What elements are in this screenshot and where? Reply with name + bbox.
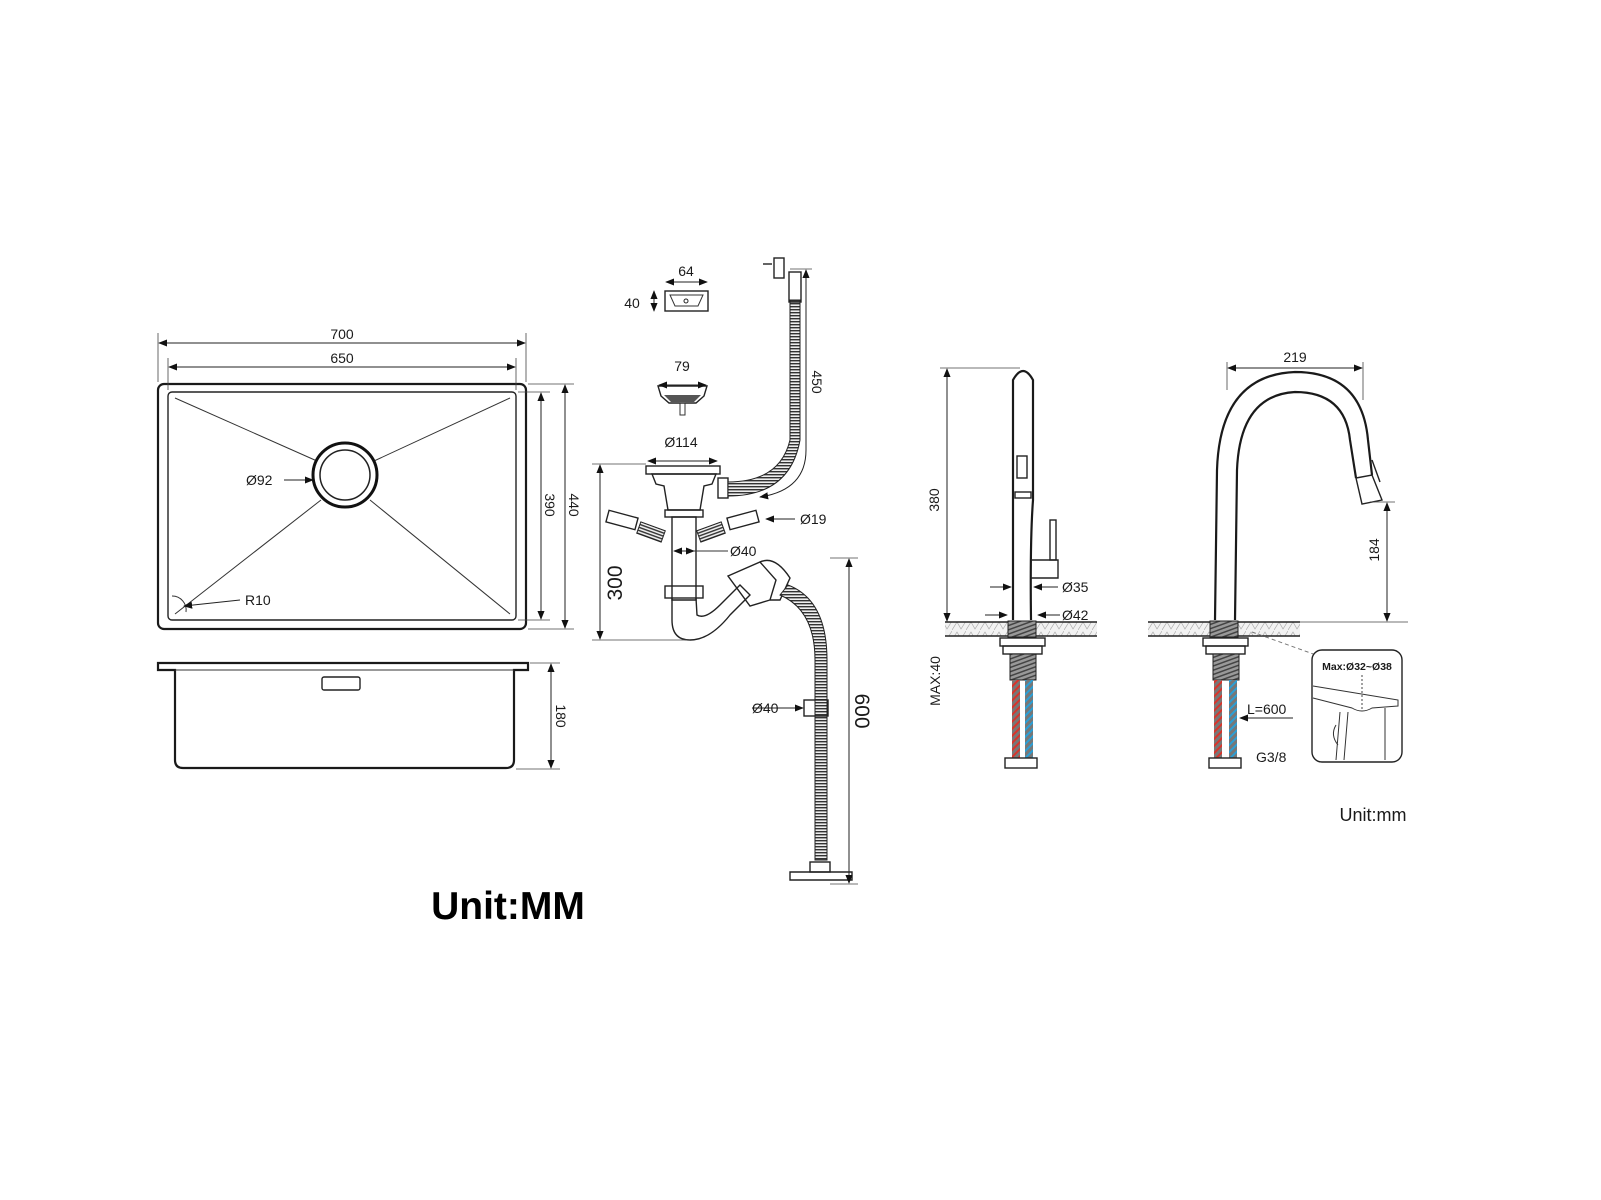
max-counter-label: MAX:40 (927, 656, 943, 706)
sink-depth-outer-label: 440 (566, 493, 582, 517)
corner-radius-label: R10 (245, 592, 271, 608)
side-inlet-right (696, 509, 760, 543)
reach-label: 219 (1283, 349, 1307, 365)
strainer-basket (657, 385, 708, 416)
sink-width-inner-label: 650 (330, 350, 354, 366)
overflow-hose-length-label: 450 (809, 370, 825, 394)
sink-top-view: 700 650 390 440 Ø92 R10 (156, 326, 582, 631)
spout-height-label: 184 (1366, 538, 1382, 562)
pipe-diameter-label: Ø40 (730, 543, 757, 559)
sink-width-outer-label: 700 (330, 326, 354, 342)
sink-height-label: 180 (553, 704, 569, 728)
overflow-width-label: 64 (678, 263, 694, 279)
hole-detail-inset: Max:Ø32~Ø38 (1311, 649, 1403, 763)
flange-diameter-label: Ø114 (664, 434, 697, 450)
sink-depth-inner-label: 390 (542, 493, 558, 517)
sink-side-view: 180 (156, 661, 569, 770)
faucet-front-view: 219 184 L=600 G3/8 Max:Ø32~Ø38 (1148, 349, 1408, 769)
hot-water-hose (1012, 680, 1020, 758)
base-diameter-label: Ø42 (1062, 607, 1089, 623)
faucet-unit-label: Unit:mm (1340, 805, 1407, 825)
faucet-height-label: 380 (926, 488, 942, 512)
overflow-height-label: 40 (624, 295, 640, 311)
overflow-cover (664, 290, 709, 312)
side-inlet-diameter-label: Ø19 (800, 511, 827, 527)
hole-range-label: Max:Ø32~Ø38 (1322, 661, 1392, 673)
hose-diameter-label: Ø40 (752, 700, 779, 716)
drain-diameter-label: Ø92 (246, 472, 273, 488)
faucet-side-view: 380 Ø35 Ø42 MAX:40 (926, 367, 1097, 769)
supply-hose-length-label: L=600 (1247, 701, 1287, 717)
drain-assembly: 64 40 79 Ø114 450 (592, 257, 873, 885)
cold-water-hose (1025, 680, 1033, 758)
strainer-diameter-label: 79 (674, 358, 690, 374)
side-inlet-left (605, 509, 666, 543)
handle-diameter-label: Ø35 (1062, 579, 1089, 595)
connector-size-label: G3/8 (1256, 749, 1287, 765)
sink-unit-label: Unit:MM (431, 885, 585, 928)
hose-length-label: 600 (850, 693, 873, 728)
drain-hole (311, 441, 379, 509)
trap-height-label: 300 (604, 565, 627, 600)
